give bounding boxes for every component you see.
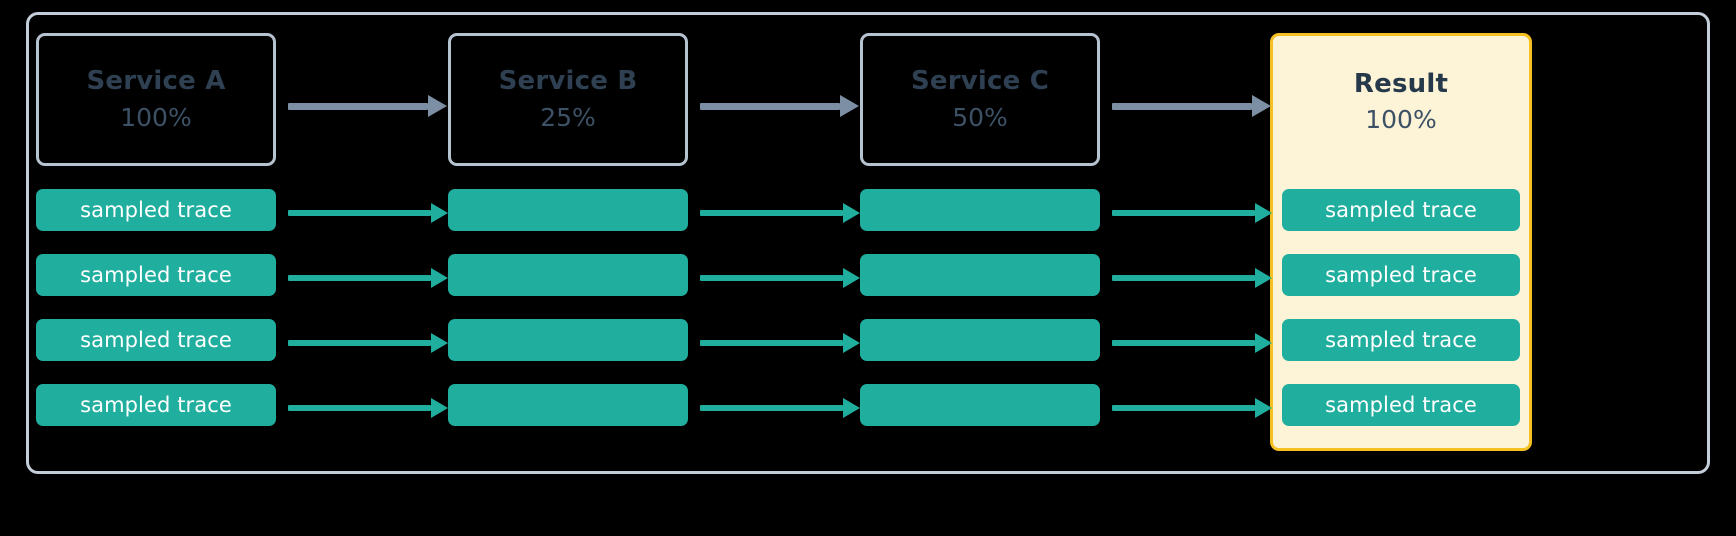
trace-bar[interactable] <box>860 384 1100 426</box>
arrow-head-icon <box>843 333 860 353</box>
arrow-shaft <box>700 210 843 216</box>
trace-bar[interactable] <box>860 319 1100 361</box>
arrow-head-icon <box>1255 333 1272 353</box>
service-box-service-c[interactable]: Service C 50% <box>860 33 1100 166</box>
service-name-label: Service C <box>910 66 1050 96</box>
arrow-shaft <box>288 275 431 281</box>
trace-bar[interactable] <box>448 319 688 361</box>
trace-bar[interactable] <box>448 189 688 231</box>
arrow-head-icon <box>1255 398 1272 418</box>
service-percent-label: 25% <box>540 102 596 132</box>
diagram-outer-frame <box>26 12 1710 474</box>
arrow-shaft <box>1112 405 1255 411</box>
trace-bar[interactable]: sampled trace <box>1282 319 1520 361</box>
arrow-shaft <box>700 340 843 346</box>
service-box-service-b[interactable]: Service B 25% <box>448 33 688 166</box>
trace-bar[interactable] <box>448 384 688 426</box>
arrow-head-icon <box>431 398 448 418</box>
arrow-head-icon <box>843 398 860 418</box>
arrow-shaft <box>1112 210 1255 216</box>
arrow-head-icon <box>428 95 447 117</box>
arrow-shaft <box>288 103 428 110</box>
arrow-shaft <box>288 405 431 411</box>
service-name-label: Service A <box>86 66 226 96</box>
arrow-shaft <box>288 210 431 216</box>
arrow-head-icon <box>431 203 448 223</box>
arrow-shaft <box>1112 340 1255 346</box>
trace-bar[interactable] <box>860 254 1100 296</box>
arrow-head-icon <box>1252 95 1271 117</box>
arrow-head-icon <box>843 268 860 288</box>
arrow-head-icon <box>431 268 448 288</box>
arrow-shaft <box>1112 275 1255 281</box>
trace-bar[interactable] <box>860 189 1100 231</box>
arrow-head-icon <box>1255 203 1272 223</box>
result-highlight-panel <box>1270 33 1532 451</box>
service-percent-label: 100% <box>120 102 192 132</box>
arrow-head-icon <box>431 333 448 353</box>
trace-bar[interactable] <box>448 254 688 296</box>
trace-bar[interactable]: sampled trace <box>1282 254 1520 296</box>
trace-bar[interactable]: sampled trace <box>36 319 276 361</box>
trace-bar[interactable]: sampled trace <box>1282 384 1520 426</box>
arrow-shaft <box>700 103 840 110</box>
arrow-shaft <box>700 275 843 281</box>
service-percent-label: 50% <box>952 102 1008 132</box>
arrow-shaft <box>700 405 843 411</box>
trace-bar[interactable]: sampled trace <box>36 254 276 296</box>
trace-bar[interactable]: sampled trace <box>36 384 276 426</box>
service-box-service-a[interactable]: Service A 100% <box>36 33 276 166</box>
service-name-label: Service B <box>498 66 638 96</box>
arrow-head-icon <box>1255 268 1272 288</box>
trace-bar[interactable]: sampled trace <box>1282 189 1520 231</box>
arrow-head-icon <box>843 203 860 223</box>
arrow-shaft <box>1112 103 1252 110</box>
trace-bar[interactable]: sampled trace <box>36 189 276 231</box>
arrow-shaft <box>288 340 431 346</box>
arrow-head-icon <box>840 95 859 117</box>
